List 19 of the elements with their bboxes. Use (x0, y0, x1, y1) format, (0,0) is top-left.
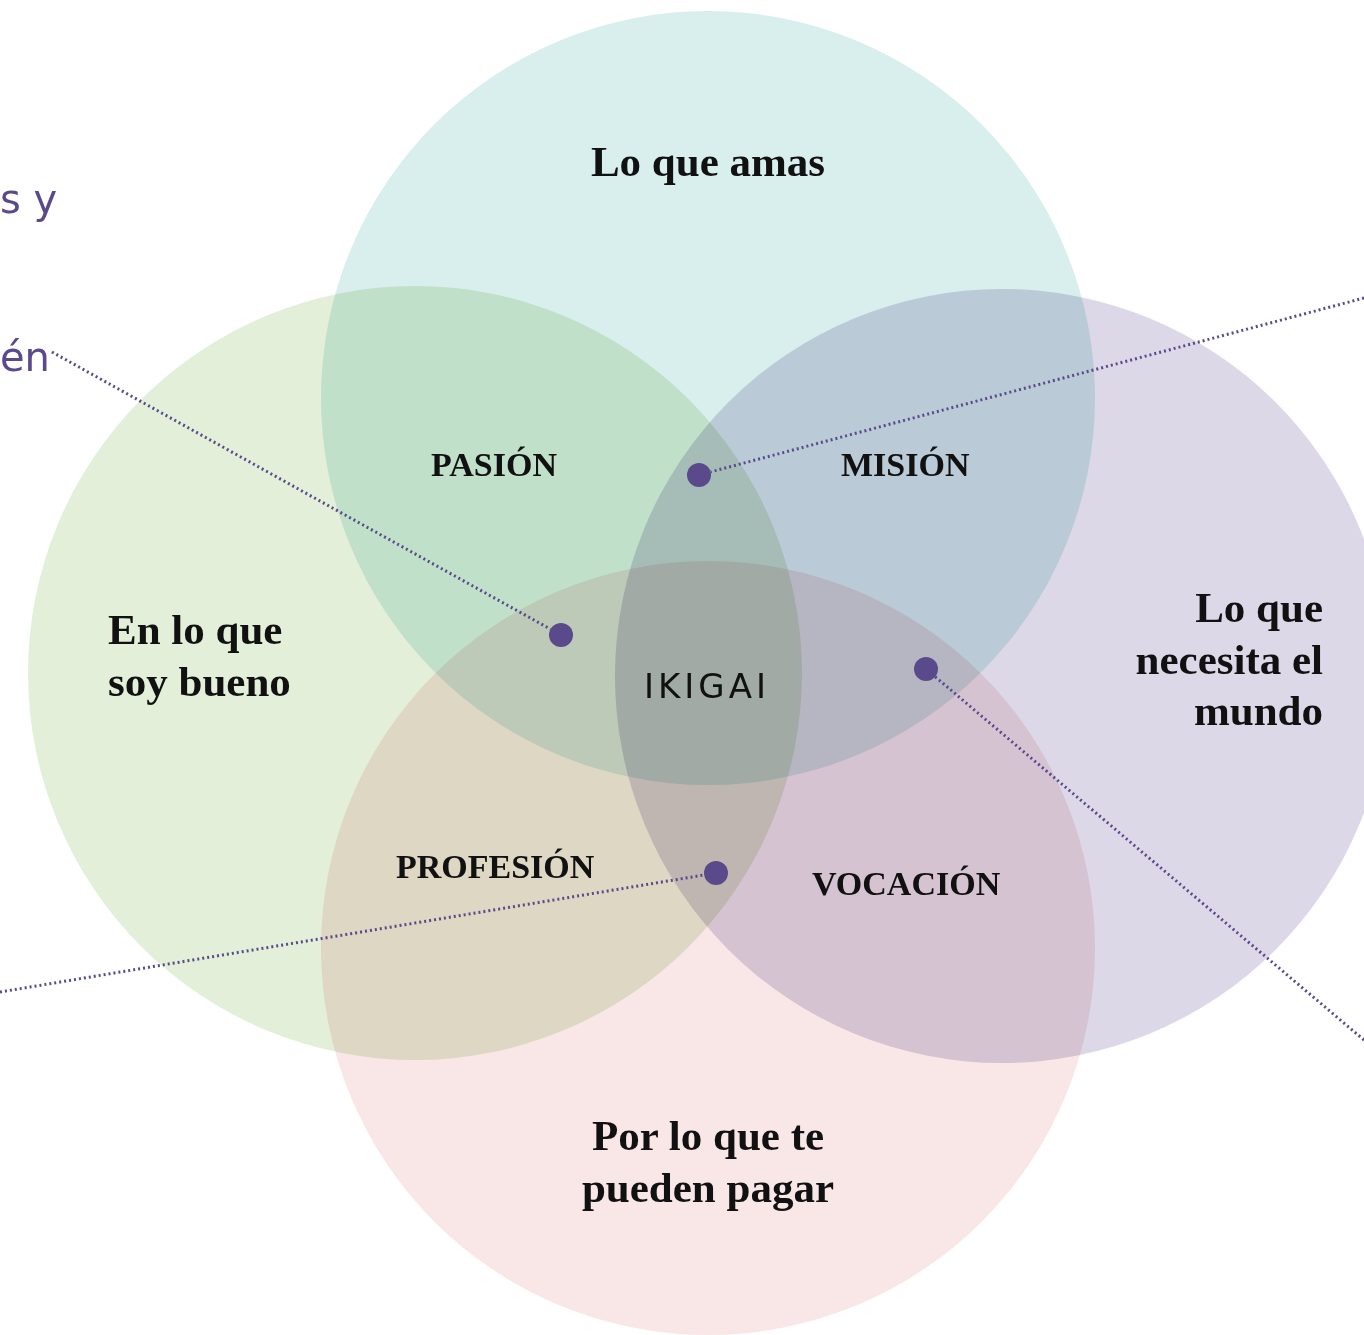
dot-marker (704, 861, 728, 885)
region-label: PASIÓN (431, 446, 557, 484)
leader-line (710, 296, 1364, 474)
dot-marker (914, 657, 938, 681)
dot-marker (549, 623, 573, 647)
leader-line (934, 675, 1364, 1042)
region-label: VOCACIÓN (812, 865, 1001, 903)
center-label: IKIGAI (644, 666, 770, 706)
leader-line (51, 350, 552, 631)
dot-marker (687, 463, 711, 487)
circle-title: Por lo que te pueden pagar (580, 1111, 836, 1213)
leader-line (0, 873, 705, 994)
circle-title: En lo que soy bueno (108, 605, 292, 707)
circle-title: Lo que necesita el mundo (1134, 583, 1323, 737)
side-text: én (0, 334, 50, 380)
region-label: MISIÓN (841, 446, 970, 484)
region-label: PROFESIÓN (396, 848, 595, 886)
side-text: s y (0, 176, 58, 222)
circle-title: Lo que amas (589, 137, 827, 187)
